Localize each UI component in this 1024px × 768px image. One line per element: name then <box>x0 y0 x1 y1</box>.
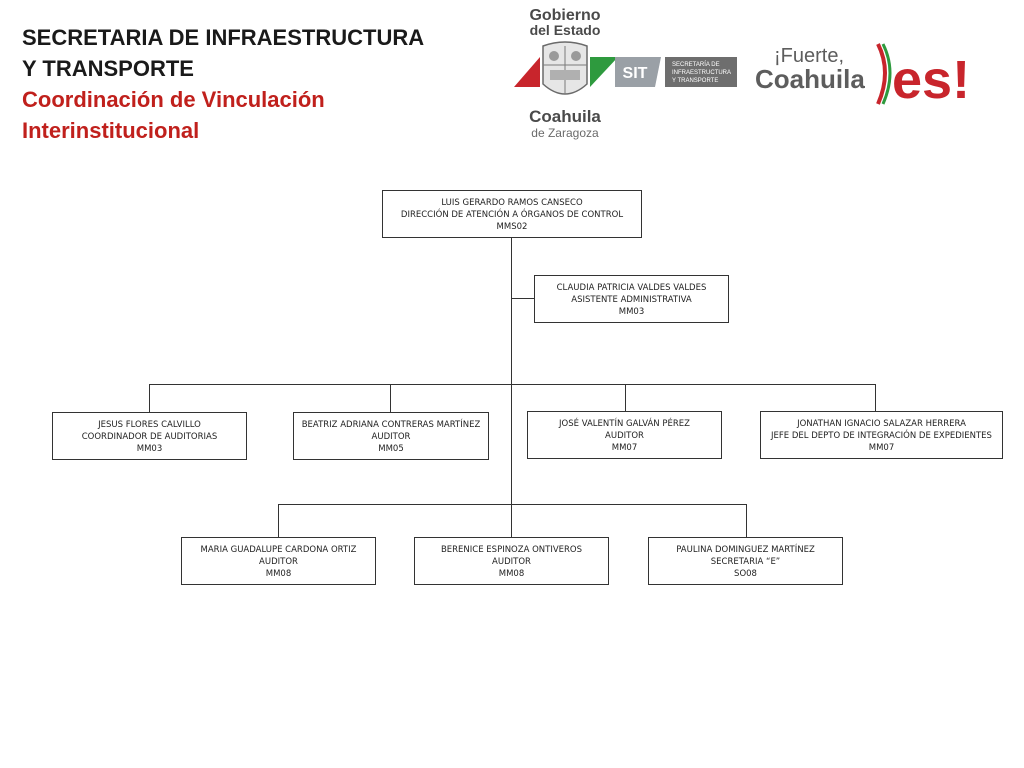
title-line-1: SECRETARIA DE INFRAESTRUCTURA <box>22 25 425 50</box>
node-code: SO08 <box>734 569 757 579</box>
node-code: MM03 <box>136 444 163 454</box>
node-name: JESUS FLORES CALVILLO <box>98 420 201 430</box>
connector-level2-bus <box>149 384 875 385</box>
node-role: SECRETARIA “E” <box>710 557 781 567</box>
connector-assistant <box>511 298 535 299</box>
node-code: MMS02 <box>496 222 528 232</box>
sit-text: SIT <box>623 65 648 82</box>
flag-red-stripe <box>514 57 540 87</box>
title-line-2: Y TRANSPORTE <box>22 56 194 81</box>
node-role: AUDITOR <box>259 557 298 567</box>
fuerte-coahuila-text: Coahuila <box>755 64 865 94</box>
connector-drop-1 <box>149 384 150 412</box>
node-role: COORDINADOR DE AUDITORIAS <box>81 432 218 442</box>
node-role: JEFE DEL DEPTO DE INTEGRACIÓN DE EXPEDIE… <box>771 431 992 441</box>
node-code: MM08 <box>265 569 292 579</box>
sit-desc-line-2: INFRAESTRUCTURA <box>672 70 731 76</box>
org-node-level2-1: JESUS FLORES CALVILLO COORDINADOR DE AUD… <box>52 412 247 460</box>
sit-badge-shape <box>615 57 661 87</box>
node-name: CLAUDIA PATRICIA VALDES VALDES <box>556 283 707 293</box>
node-name: JONATHAN IGNACIO SALAZAR HERRERA <box>797 419 966 429</box>
org-node-level2-4: JONATHAN IGNACIO SALAZAR HERRERA JEFE DE… <box>760 411 1003 459</box>
org-node-level3-1: MARIA GUADALUPE CARDONA ORTIZ AUDITOR MM… <box>181 537 376 585</box>
sit-desc-line-3: Y TRANSPORTE <box>672 78 718 84</box>
node-name: BERENICE ESPINOZA ONTIVEROS <box>440 545 583 555</box>
sit-desc-line-1: SECRETARÍA DE <box>672 61 720 68</box>
fuerte-coahuila-logo: ¡Fuerte, Coahuila es! <box>755 43 970 110</box>
es-text: es! <box>892 50 970 110</box>
gobierno-text: Gobierno <box>529 7 600 24</box>
coahuila-text: Coahuila <box>529 107 601 126</box>
org-node-level2-3: JOSÉ VALENTÍN GALVÁN PÉREZ AUDITOR MM07 <box>527 411 722 459</box>
node-name: PAULINA DOMINGUEZ MARTÍNEZ <box>676 545 815 555</box>
node-code: MM08 <box>498 569 525 579</box>
node-code: MM07 <box>611 443 638 453</box>
node-name: MARIA GUADALUPE CARDONA ORTIZ <box>200 545 357 555</box>
coat-of-arms-icon <box>542 41 588 95</box>
sit-logo: SIT SECRETARÍA DE INFRAESTRUCTURA Y TRAN… <box>615 57 737 87</box>
connector-level3-bus <box>278 504 746 505</box>
connector-trunk <box>511 237 512 505</box>
org-node-level3-2: BERENICE ESPINOZA ONTIVEROS AUDITOR MM08 <box>414 537 609 585</box>
fuerte-text: ¡Fuerte, <box>774 45 844 67</box>
org-node-assistant: CLAUDIA PATRICIA VALDES VALDES ASISTENTE… <box>534 275 729 323</box>
subtitle-line-2: Interinstitucional <box>22 118 200 143</box>
node-role: AUDITOR <box>371 432 411 442</box>
org-node-level3-3: PAULINA DOMINGUEZ MARTÍNEZ SECRETARIA “E… <box>648 537 843 585</box>
node-code: MM05 <box>378 444 404 454</box>
node-code: MM07 <box>868 443 895 453</box>
node-name: JOSÉ VALENTÍN GALVÁN PÉREZ <box>559 419 690 429</box>
bracket-green-icon <box>881 43 892 105</box>
bracket-red-icon <box>876 43 887 105</box>
org-node-level2-2: BEATRIZ ADRIANA CONTRERAS MARTÍNEZ AUDIT… <box>293 412 489 460</box>
flag-green-stripe <box>590 57 618 87</box>
connector-drop-2 <box>390 384 391 412</box>
connector-drop-3 <box>625 384 626 412</box>
connector-drop-4 <box>875 384 876 412</box>
page-title: SECRETARIA DE INFRAESTRUCTURA Y TRANSPOR… <box>22 22 424 146</box>
node-code: MM03 <box>618 307 645 317</box>
node-role: AUDITOR <box>492 557 531 567</box>
sit-desc-shape <box>665 57 737 87</box>
node-name: LUIS GERARDO RAMOS CANSECO <box>441 198 583 208</box>
node-name: BEATRIZ ADRIANA CONTRERAS MARTÍNEZ <box>301 420 481 430</box>
de-zaragoza-text: de Zaragoza <box>531 126 599 140</box>
connector-drop-7 <box>746 504 747 537</box>
node-role: AUDITOR <box>605 431 644 441</box>
connector-drop-5 <box>278 504 279 537</box>
node-role: DIRECCIÓN DE ATENCIÓN A ÓRGANOS DE CONTR… <box>400 210 624 220</box>
connector-drop-6 <box>511 504 512 537</box>
subtitle-line-1: Coordinación de Vinculación <box>22 87 325 112</box>
node-role: ASISTENTE ADMINISTRATIVA <box>571 295 692 305</box>
del-estado-text: del Estado <box>530 22 601 38</box>
gobierno-coahuila-logo: Gobierno del Estado Coahuila de Zaragoza <box>514 7 618 140</box>
org-node-director: LUIS GERARDO RAMOS CANSECO DIRECCIÓN DE … <box>382 190 642 238</box>
